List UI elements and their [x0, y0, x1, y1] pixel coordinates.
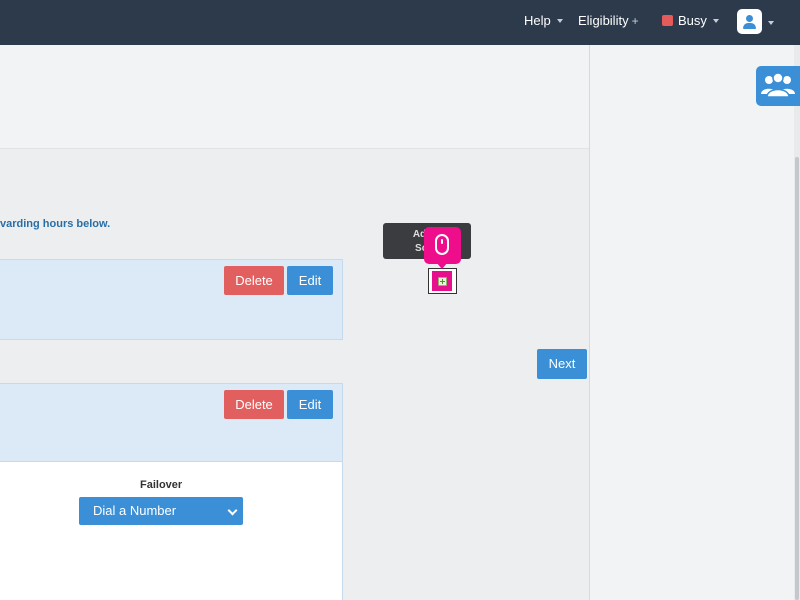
help-menu-label: Help	[524, 13, 551, 28]
chevron-down-icon[interactable]	[768, 21, 774, 25]
right-panel	[589, 45, 800, 600]
add-schedule-highlight	[432, 271, 452, 291]
failover-label: Failover	[140, 479, 183, 491]
mouse-icon	[435, 234, 449, 255]
failover-panel	[0, 462, 343, 600]
eligibility-menu-label: Eligibility	[578, 13, 629, 28]
failover-select[interactable]: Dial a Number	[79, 497, 243, 525]
user-icon-body	[743, 23, 756, 29]
next-button[interactable]: Next	[537, 349, 587, 379]
edit-button[interactable]: Edit	[287, 390, 333, 419]
eligibility-menu[interactable]: Eligibility+	[578, 0, 639, 45]
mouse-wheel-icon	[441, 239, 443, 244]
user-icon	[746, 15, 753, 22]
failover-select-value: Dial a Number	[93, 503, 177, 518]
help-menu[interactable]: Help	[524, 0, 563, 45]
team-button[interactable]	[756, 66, 800, 106]
add-schedule-button[interactable]	[428, 268, 457, 294]
schedule-card: Delete Edit	[0, 383, 343, 462]
add-icon	[438, 277, 447, 286]
click-indicator-tail	[436, 262, 448, 269]
user-avatar-button[interactable]	[737, 9, 762, 34]
forwarding-hours-instruction: varding hours below.	[0, 218, 111, 230]
click-indicator	[424, 227, 461, 264]
status-menu-label: Busy	[678, 13, 707, 28]
chevron-down-icon	[712, 18, 719, 23]
users-icon	[761, 72, 795, 98]
scrollbar-thumb[interactable]	[795, 157, 799, 600]
edit-button[interactable]: Edit	[287, 266, 333, 295]
schedule-card: Delete Edit	[0, 259, 343, 340]
status-menu[interactable]: Busy	[662, 0, 719, 45]
delete-button[interactable]: Delete	[224, 266, 284, 295]
plus-icon: +	[631, 14, 639, 28]
status-indicator-icon	[662, 15, 673, 27]
top-navbar: Help Eligibility+ Busy	[0, 0, 800, 45]
page-header	[0, 45, 589, 149]
delete-button[interactable]: Delete	[224, 390, 284, 419]
chevron-down-icon	[556, 18, 563, 23]
